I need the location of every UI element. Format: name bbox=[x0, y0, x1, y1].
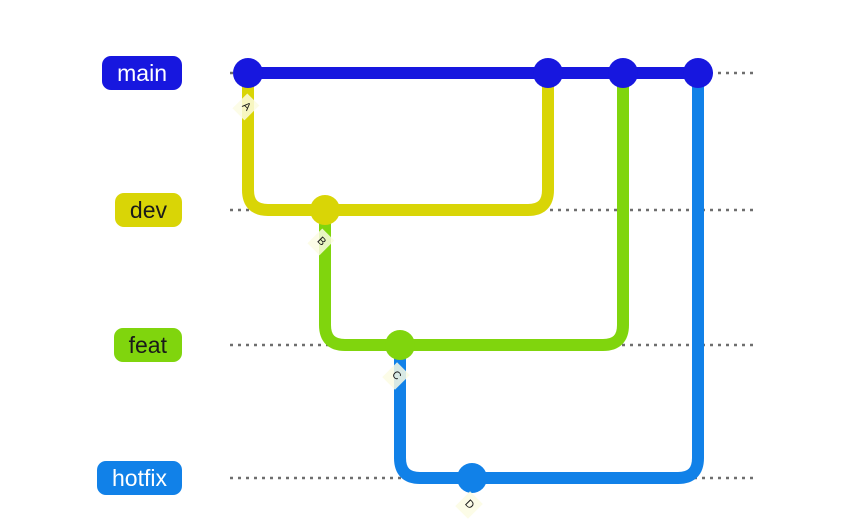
commit-dot-C bbox=[385, 330, 415, 360]
branch-curve-hotfix bbox=[394, 73, 704, 484]
row-guide-lines bbox=[230, 71, 757, 480]
commit-dot-D bbox=[457, 463, 487, 493]
branch-label-hotfix: hotfix bbox=[97, 461, 182, 495]
commit-dot-main-4 bbox=[533, 58, 563, 88]
branch-curve-dev bbox=[242, 73, 554, 216]
branch-label-dev: dev bbox=[114, 193, 182, 227]
branch-curves bbox=[242, 73, 704, 484]
commit-dot-main-6 bbox=[683, 58, 713, 88]
commit-dot-B bbox=[310, 195, 340, 225]
branch-curve-feat bbox=[319, 73, 629, 351]
branch-label-feat: feat bbox=[113, 328, 182, 362]
commit-dot-A bbox=[233, 58, 263, 88]
commit-dot-main-5 bbox=[608, 58, 638, 88]
branch-label-main: main bbox=[102, 56, 182, 90]
commit-dots bbox=[233, 58, 713, 493]
